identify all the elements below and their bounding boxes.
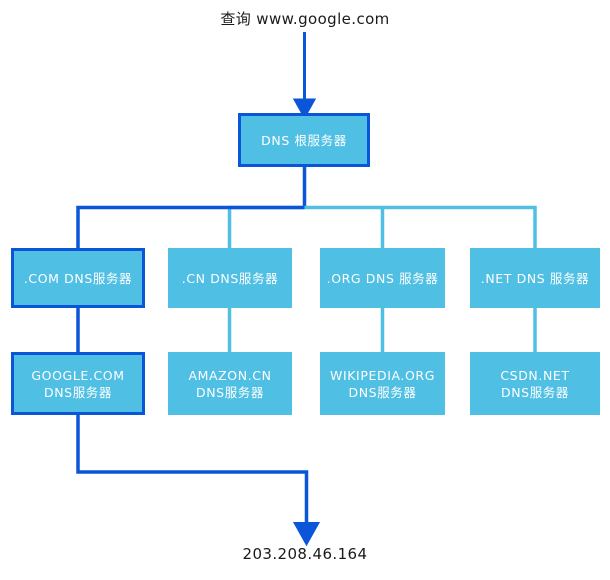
edge-bus-to-cn [227,205,305,248]
node-auth-wikipedia-org[interactable]: WIKIPEDIA.ORG DNS服务器 [320,352,445,415]
node-label-line2: DNS服务器 [43,384,112,400]
node-label-line1: CSDN.NET [500,367,570,383]
result-ip-label: 203.208.46.164 [242,545,368,563]
node-label-line1: .ORG DNS 服务器 [326,270,439,286]
node-tld-com[interactable]: .COM DNS服务器 [11,248,145,308]
node-auth-amazon-cn[interactable]: AMAZON.CN DNS服务器 [168,352,292,415]
edge-bus-to-com [76,205,305,248]
node-tld-net[interactable]: .NET DNS 服务器 [470,248,600,308]
query-label: 查询 www.google.com [220,10,390,28]
node-label-line2: DNS服务器 [500,384,569,400]
node-label-line1: AMAZON.CN [188,367,272,383]
node-label-line1: DNS 根服务器 [261,132,347,148]
node-label-line2: DNS服务器 [195,384,264,400]
edge-bus-right [304,205,537,248]
node-label-line1: GOOGLE.COM [31,367,125,383]
node-tld-cn[interactable]: .CN DNS服务器 [168,248,292,308]
node-auth-google-com[interactable]: GOOGLE.COM DNS服务器 [11,352,145,415]
node-auth-csdn-net[interactable]: CSDN.NET DNS服务器 [470,352,600,415]
node-label-line1: .CN DNS服务器 [181,270,279,286]
node-dns-root-server[interactable]: DNS 根服务器 [238,113,370,167]
node-label-line1: .NET DNS 服务器 [480,270,590,286]
node-label-line2: DNS服务器 [348,384,417,400]
node-label-line1: .COM DNS服务器 [23,270,133,286]
node-tld-org[interactable]: .ORG DNS 服务器 [320,248,445,308]
edge-google-to-result [76,415,321,547]
node-label-line1: WIKIPEDIA.ORG [330,367,435,383]
